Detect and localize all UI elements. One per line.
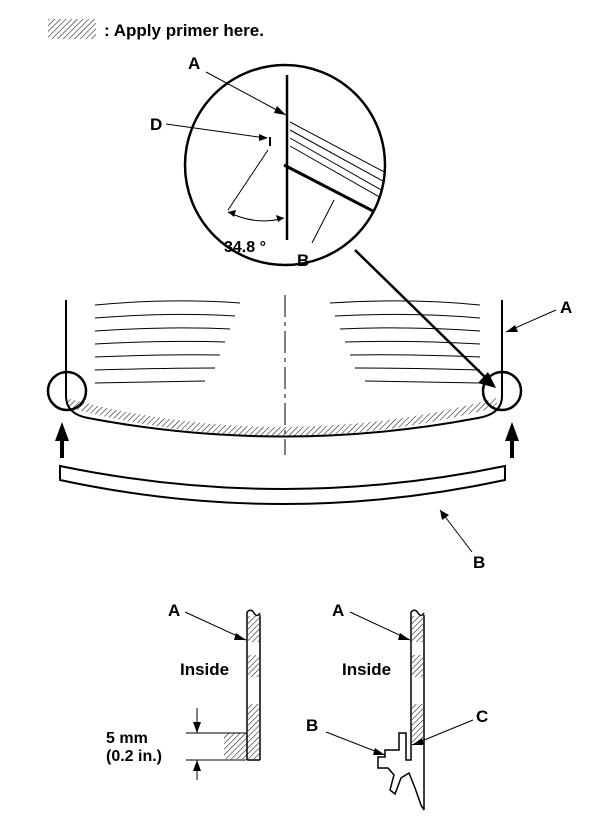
callout-d: D <box>150 115 162 134</box>
leader-d <box>165 123 267 139</box>
panel-line-4 <box>289 145 385 204</box>
callout-b-strip: B <box>473 553 485 572</box>
leader-a-top-arrow <box>274 106 286 115</box>
primer-hatch-swatch <box>48 19 96 39</box>
leader-b-strip-arrow <box>440 510 449 520</box>
detail-right: A Inside B C <box>306 601 488 811</box>
detail-left: A Inside 5 mm (0.2 in.) <box>106 601 261 780</box>
primer-legend-text: : Apply primer here. <box>104 21 264 40</box>
callout-b-zoom: B <box>297 251 309 270</box>
angle-arc <box>227 211 285 222</box>
leader-a-top <box>205 71 287 116</box>
molding-profile <box>377 732 425 811</box>
leader-b-zoom <box>311 199 335 244</box>
glass-hatch-left-3 <box>248 704 259 759</box>
inside-label-right: Inside <box>342 660 391 679</box>
angle-arrow-right <box>276 215 284 222</box>
molding-strip: B <box>59 464 506 572</box>
leader-d-arrow <box>259 134 268 141</box>
angle-ref-line <box>227 149 269 211</box>
dimension-in: (0.2 in.) <box>106 748 162 765</box>
leader-a-detail-right-arrow <box>398 633 410 640</box>
callout-a-right: A <box>560 298 572 317</box>
panel-line-3 <box>289 137 385 196</box>
glass-break-right <box>410 609 425 617</box>
primer-legend: : Apply primer here. <box>48 19 264 40</box>
install-arrow-right-head <box>505 422 519 441</box>
glass-hatch-left-1 <box>248 616 259 642</box>
angle-arrow-left <box>228 210 236 217</box>
glass-hatch-right-2 <box>412 655 423 677</box>
leader-c-detail-right-arrow <box>412 738 424 745</box>
zoom-circle <box>183 63 387 267</box>
molding-strip-outline <box>59 464 506 505</box>
glass-hatch-right-3 <box>412 704 423 744</box>
leader-a-right-arrow <box>506 325 518 332</box>
leader-a-detail-left-arrow <box>234 633 246 640</box>
inside-label-left: Inside <box>180 660 229 679</box>
angle-label: 34.8 ° <box>224 239 266 256</box>
windshield-view: A <box>46 295 572 458</box>
dimension-mm: 5 mm <box>106 730 148 747</box>
dim-arrow-bottom <box>193 760 201 771</box>
install-arrow-left-head <box>55 422 69 441</box>
glass-shading <box>94 300 481 384</box>
zoom-pointer-arrow <box>354 249 487 379</box>
glass-break-left <box>246 609 261 617</box>
callout-a-detail-left: A <box>168 601 180 620</box>
callout-a-top: A <box>188 54 200 73</box>
callout-a-detail-right: A <box>332 601 344 620</box>
corner-circle-right <box>481 370 523 412</box>
windshield-outline <box>65 300 503 438</box>
corner-circle-left <box>46 370 88 412</box>
zoom-detail: A D 34.8 ° B <box>150 54 496 388</box>
leader-b-detail-right-arrow <box>373 748 385 755</box>
callout-b-detail-right: B <box>306 716 318 735</box>
primer-zone-left <box>224 733 248 759</box>
glass-hatch-left-2 <box>248 655 259 677</box>
panel-edge-line <box>283 163 385 227</box>
panel-line-2 <box>289 129 385 186</box>
primer-band <box>66 398 497 436</box>
panel-line-1 <box>289 121 385 176</box>
dim-arrow-top <box>193 722 201 733</box>
glass-hatch-right-1 <box>412 616 423 642</box>
callout-c-detail-right: C <box>476 707 488 726</box>
